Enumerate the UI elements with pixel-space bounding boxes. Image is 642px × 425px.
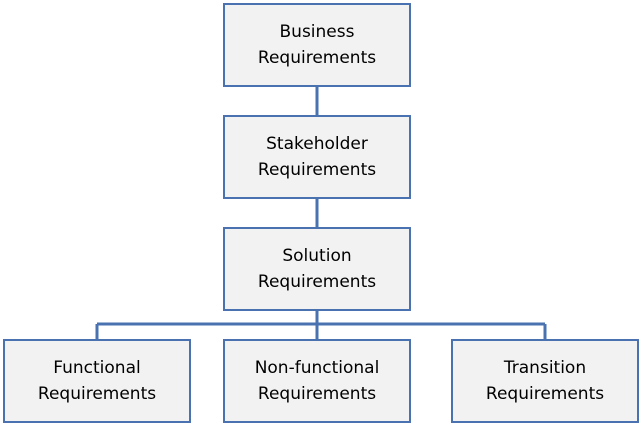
node-non-functional-requirements: Non-functional Requirements bbox=[223, 339, 411, 423]
node-label-line2: Requirements bbox=[257, 48, 377, 68]
node-label-line2: Requirements bbox=[485, 384, 605, 404]
node-label-line1: Business bbox=[279, 22, 355, 42]
node-label-line1: Stakeholder bbox=[266, 134, 368, 154]
node-label-line1: Solution bbox=[282, 246, 352, 266]
node-label-line1: Non-functional bbox=[254, 358, 380, 378]
node-transition-requirements: Transition Requirements bbox=[451, 339, 639, 423]
node-label-line1: Functional bbox=[53, 358, 141, 378]
node-label-line2: Requirements bbox=[37, 384, 157, 404]
node-label-line1: Transition bbox=[503, 358, 587, 378]
node-stakeholder-requirements: Stakeholder Requirements bbox=[223, 115, 411, 199]
node-solution-requirements: Solution Requirements bbox=[223, 227, 411, 311]
node-business-requirements: Business Requirements bbox=[223, 3, 411, 87]
node-label-line2: Requirements bbox=[257, 272, 377, 292]
node-functional-requirements: Functional Requirements bbox=[3, 339, 191, 423]
node-label-line2: Requirements bbox=[257, 160, 377, 180]
node-label-line2: Requirements bbox=[257, 384, 377, 404]
